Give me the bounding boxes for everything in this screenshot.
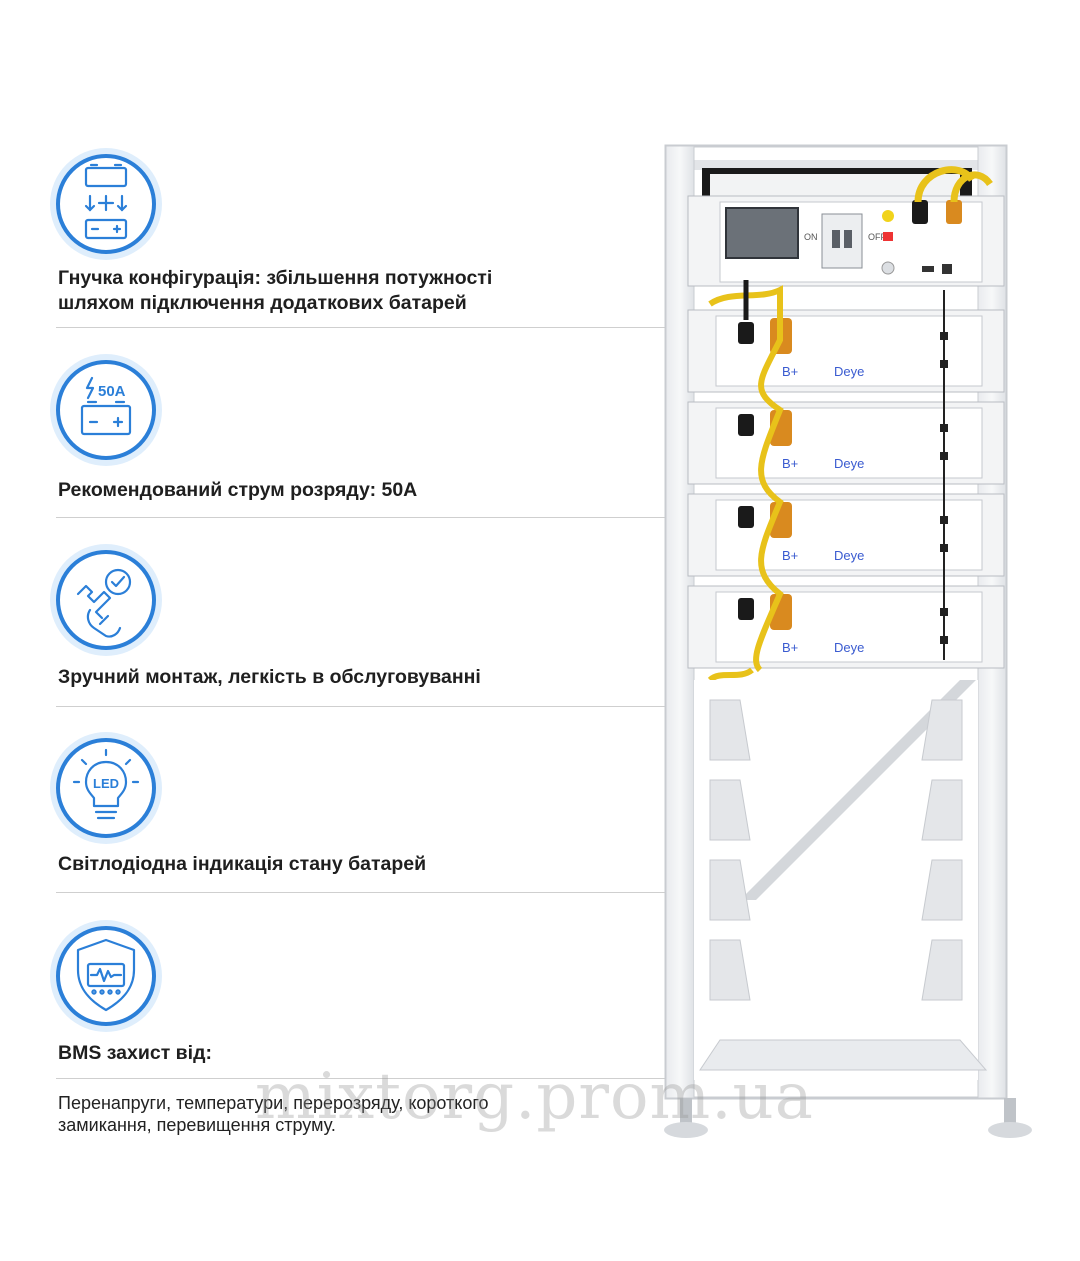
divider	[56, 892, 665, 893]
icon-label: LED	[93, 776, 119, 791]
rack-controller-unit: ON OFF	[687, 195, 1005, 287]
rack-foot	[680, 1098, 692, 1124]
battery-current-icon: 50A	[56, 360, 156, 460]
watermark: mixtorg.prom.ua	[255, 1060, 814, 1134]
icon-label: 50A	[98, 383, 126, 400]
brand-label: Deye	[834, 640, 864, 655]
divider	[56, 706, 665, 707]
feature-title: Гнучка конфігурація: збільшення потужнос…	[58, 266, 658, 316]
divider	[56, 517, 665, 518]
battery-expansion-icon	[56, 154, 156, 254]
usb-port	[922, 266, 934, 272]
status-led	[882, 210, 894, 222]
series-cable	[708, 285, 784, 673]
terminal-label: B+	[782, 364, 798, 379]
feature-title-line: шляхом підключення додаткових батарей	[58, 292, 467, 314]
controller-display	[725, 207, 799, 259]
power-button	[881, 261, 895, 275]
terminal-label: B+	[782, 548, 798, 563]
rack-foot	[664, 1122, 708, 1138]
battery-module: B+ Deye	[687, 585, 1005, 669]
protection-description: Перенапруги, температури, перерозряду, к…	[58, 1092, 618, 1136]
brand-label: Deye	[834, 548, 864, 563]
feature-title: Зручний монтаж, легкість в обслуговуванн…	[58, 665, 658, 690]
feature-easy-install: Зручний монтаж, легкість в обслуговуванн…	[56, 548, 666, 698]
alarm-indicator	[883, 232, 893, 241]
feature-title-line: Гнучка конфігурація: збільшення потужнос…	[58, 267, 493, 289]
terminal-label: B+	[782, 640, 798, 655]
feature-title-line: Світлодіодна індикація стану батарей	[58, 853, 427, 875]
feature-title-line: BMS захист від:	[58, 1042, 212, 1064]
switch-on-label: ON	[804, 232, 818, 242]
battery-rack-image: ON OFF B+ Deye B+ Deye B+ Deye	[664, 144, 1032, 1138]
breaker-switch	[821, 213, 863, 269]
feature-discharge-current: 50A Рекомендований струм розряду: 50А	[56, 360, 666, 510]
led-bulb-icon: LED	[56, 738, 156, 838]
switch-off-label: OFF	[868, 232, 886, 242]
description-line: Перенапруги, температури, перерозряду, к…	[58, 1093, 489, 1113]
divider	[56, 1078, 665, 1079]
feature-title-line: Рекомендований струм розряду: 50А	[58, 479, 418, 501]
divider	[56, 327, 665, 328]
brand-label: Deye	[834, 364, 864, 379]
feature-flexible-config: Гнучка конфігурація: збільшення потужнос…	[56, 150, 666, 320]
description-line: замикання, перевищення струму.	[58, 1115, 336, 1135]
battery-module: B+ Deye	[687, 493, 1005, 577]
feature-title-line: Зручний монтаж, легкість в обслуговуванн…	[58, 666, 481, 688]
feature-title: Світлодіодна індикація стану батарей	[58, 852, 658, 877]
wrench-check-icon	[56, 550, 156, 650]
feature-title: BMS захист від:	[58, 1041, 658, 1066]
battery-module: B+ Deye	[687, 309, 1005, 393]
shield-bms-icon	[56, 926, 156, 1026]
battery-module: B+ Deye	[687, 401, 1005, 485]
terminal-label: B+	[782, 456, 798, 471]
feature-title: Рекомендований струм розряду: 50А	[58, 478, 658, 503]
empty-rack-bay	[694, 680, 988, 1080]
brand-label: Deye	[834, 456, 864, 471]
feature-bms-protection: BMS захист від:	[56, 926, 666, 1076]
rs485-port	[942, 264, 952, 274]
rack-foot	[988, 1122, 1032, 1138]
feature-led-indication: LED Світлодіодна індикація стану батарей	[56, 738, 666, 888]
rack-foot	[1004, 1098, 1016, 1124]
